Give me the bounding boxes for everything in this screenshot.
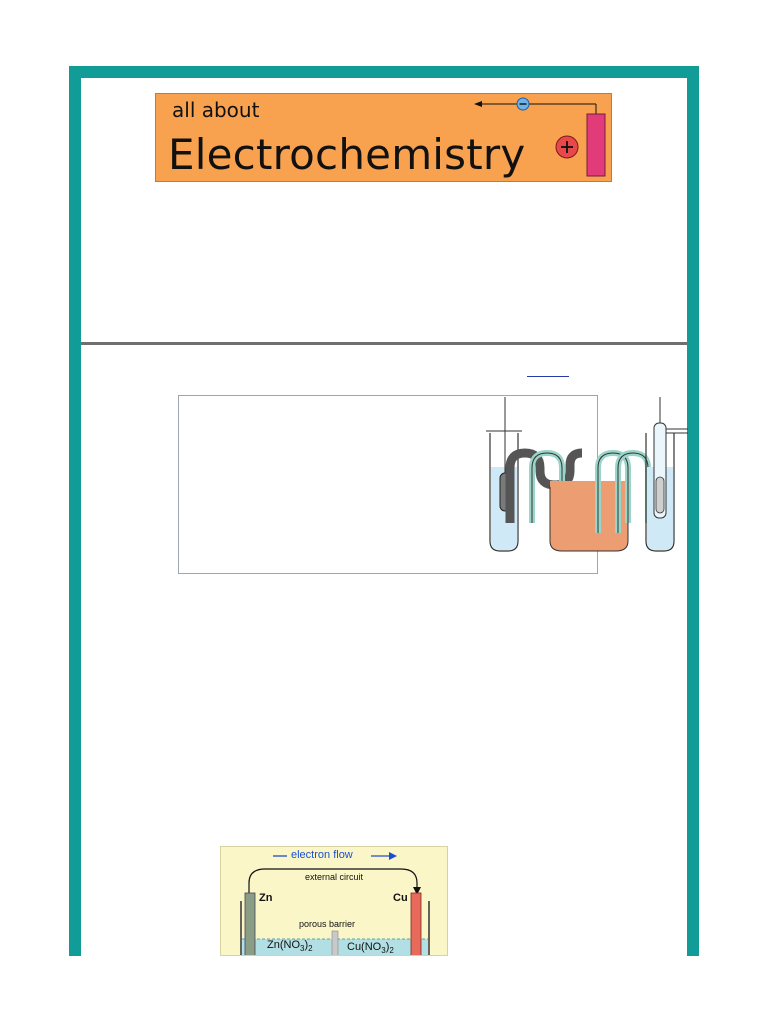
- zinc-electrode: [244, 892, 256, 955]
- page-frame: [69, 66, 699, 1024]
- copper-electrode: [410, 892, 422, 955]
- porous-barrier-label: porous barrier: [299, 919, 356, 929]
- porous-barrier: [331, 930, 339, 955]
- section-divider: [81, 342, 687, 345]
- page-cutoff: [0, 956, 768, 1024]
- galvanic-cell-diagram: [231, 852, 437, 955]
- external-circuit-label: external circuit: [305, 872, 364, 882]
- battery-circuit-icon: [474, 97, 606, 177]
- anode-solution-label: Zn(NO3)2: [267, 939, 313, 953]
- galvanic-cell-figure: electron flow external circuit Zn Cu por…: [220, 846, 448, 956]
- banner-title: Electrochemistry: [168, 130, 526, 179]
- banner-subtitle: all about: [172, 98, 260, 122]
- site-banner[interactable]: all about Electrochemistry: [155, 93, 612, 182]
- cathode-label: Cu: [393, 892, 408, 904]
- salt-bridge-cell-diagram: [486, 397, 688, 552]
- battery-icon: [586, 113, 606, 177]
- anode-label: Zn: [259, 892, 273, 904]
- electron-flow-label: electron flow: [291, 849, 353, 861]
- cathode-solution-label: Cu(NO3)2: [347, 941, 394, 955]
- text-link[interactable]: [527, 376, 569, 377]
